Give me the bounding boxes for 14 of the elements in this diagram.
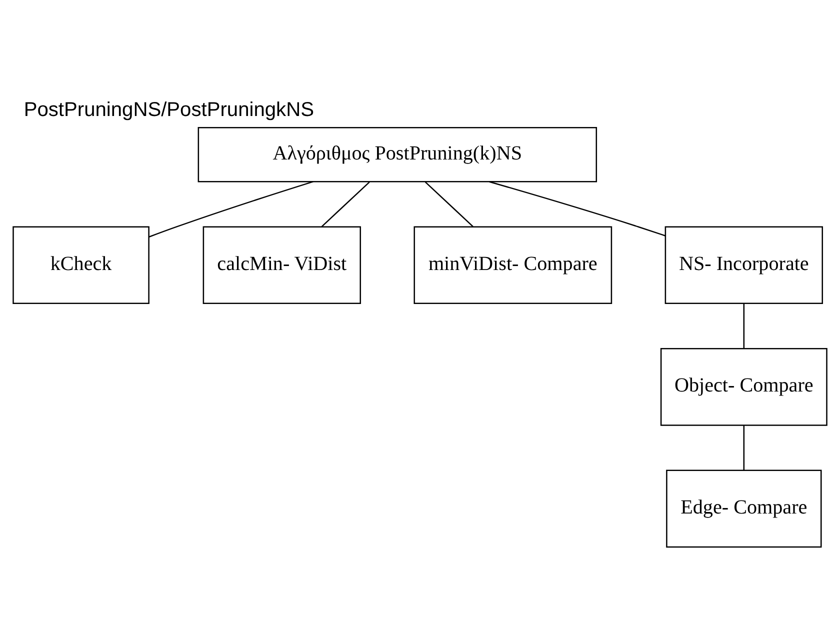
connector [743,424,745,470]
connector [424,181,474,227]
node-box: NS- Incorporate [664,226,823,304]
connector [489,180,666,236]
node-box: Edge- Compare [666,469,822,548]
connector [321,181,370,227]
node-box: calcMin- ViDist [202,226,361,304]
node-box: kCheck [12,226,150,304]
diagram-title: PostPruningNS/PostPruningkNS [24,98,314,121]
node-box: Αλγόριθμος PostPruning(k)NS [198,126,598,182]
connector [743,302,745,348]
node-box: minViDist- Compare [414,226,612,304]
connector [148,180,314,237]
node-box: Object- Compare [660,348,828,426]
